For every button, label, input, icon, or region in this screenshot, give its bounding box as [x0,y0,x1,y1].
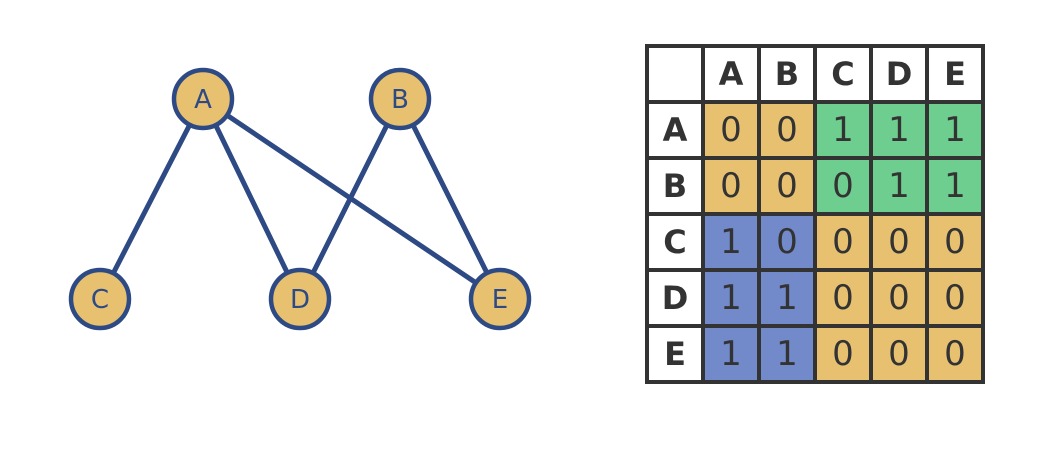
matrix-cell-e-d: 0 [869,324,929,384]
matrix-cell-a-b: 0 [757,100,817,160]
node-label-c: C [91,285,109,315]
matrix-cell-c-d: 0 [869,212,929,272]
matrix-cell-a-d: 1 [869,100,929,160]
matrix-row-header-e: E [645,324,705,384]
matrix-col-header-b: B [757,44,817,104]
graph-panel: A B C D E [68,67,532,331]
graph-node-d[interactable]: D [268,267,332,331]
matrix-cell-d-c: 0 [813,268,873,328]
node-label-a: A [194,85,212,115]
matrix-cell-a-a: 0 [701,100,761,160]
graph-node-a[interactable]: A [171,67,235,131]
node-label-b: B [391,85,409,115]
graph-edge-a-d [200,96,303,302]
matrix-cell-e-c: 0 [813,324,873,384]
matrix-row-header-b: B [645,156,705,216]
node-label-e: E [492,285,508,315]
matrix-cell-b-a: 0 [701,156,761,216]
matrix-corner-cell [645,44,705,104]
matrix-cell-e-a: 1 [701,324,761,384]
graph-node-c[interactable]: C [68,267,132,331]
matrix-cell-d-e: 0 [925,268,985,328]
matrix-cell-b-e: 1 [925,156,985,216]
matrix-cell-d-b: 1 [757,268,817,328]
matrix-col-header-e: E [925,44,985,104]
matrix-cell-d-d: 0 [869,268,929,328]
matrix-cell-b-c: 0 [813,156,873,216]
matrix-col-header-d: D [869,44,929,104]
matrix-cell-e-b: 1 [757,324,817,384]
matrix-col-header-a: A [701,44,761,104]
graph-edge-b-d [297,96,403,302]
matrix-cell-c-c: 0 [813,212,873,272]
node-circle-c [68,267,132,331]
node-circle-a [171,67,235,131]
matrix-cell-c-a: 1 [701,212,761,272]
matrix-row-header-d: D [645,268,705,328]
node-circle-e [468,267,532,331]
matrix-row-header-c: C [645,212,705,272]
node-layer: A B C D E [68,67,532,331]
matrix-col-header-c: C [813,44,873,104]
matrix-cell-e-e: 0 [925,324,985,384]
matrix-cell-c-e: 0 [925,212,985,272]
matrix-cell-d-a: 1 [701,268,761,328]
matrix-cell-b-b: 0 [757,156,817,216]
matrix-row-header-a: A [645,100,705,160]
graph-node-b[interactable]: B [368,67,432,131]
graph-diagram: A B C D E [68,67,532,331]
matrix-cell-c-b: 0 [757,212,817,272]
node-circle-b [368,67,432,131]
edge-layer [97,96,503,302]
graph-edge-b-e [397,96,503,302]
node-label-d: D [290,285,310,315]
matrix-cell-a-e: 1 [925,100,985,160]
graph-edge-a-c [97,96,206,302]
node-circle-d [268,267,332,331]
matrix-cell-a-c: 1 [813,100,873,160]
matrix-cell-b-d: 1 [869,156,929,216]
graph-node-e[interactable]: E [468,267,532,331]
